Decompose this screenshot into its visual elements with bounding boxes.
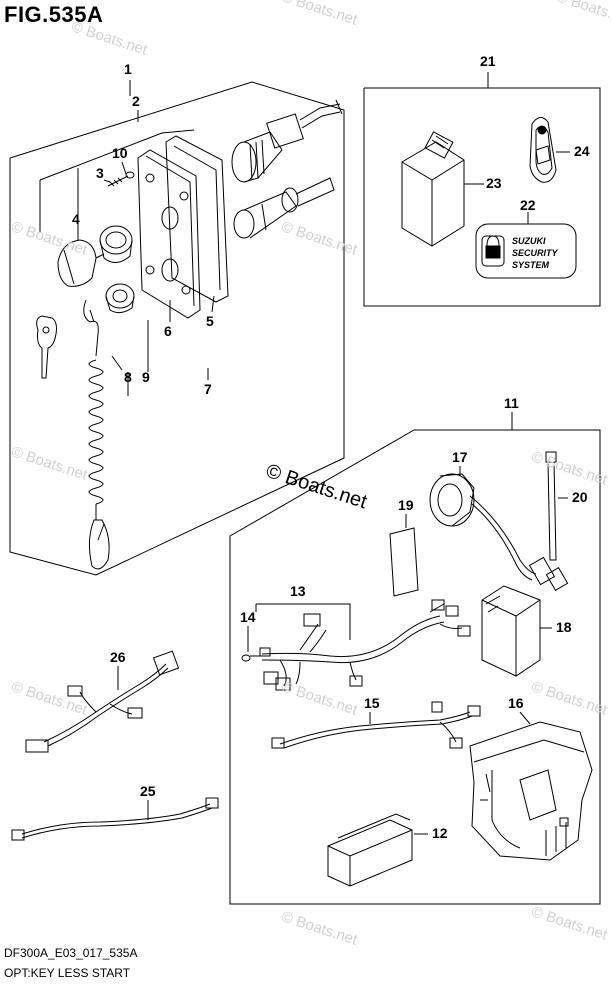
cover-box	[327, 813, 428, 887]
group-1-switch-panel	[9, 80, 345, 576]
group-21-frame	[363, 87, 601, 307]
group-21-security-kit	[363, 72, 601, 307]
part-label-16: 16	[508, 695, 524, 711]
harness-26	[25, 650, 180, 753]
relay	[481, 585, 552, 677]
gasket	[165, 135, 229, 313]
leader-8	[111, 355, 123, 371]
part-label-20: 20	[572, 489, 588, 505]
part-label-8: 8	[124, 369, 132, 385]
bushing	[99, 225, 133, 263]
part-label-6: 6	[164, 323, 172, 339]
main-switch	[231, 99, 343, 183]
key	[36, 315, 57, 379]
part-label-9: 9	[142, 369, 150, 385]
part-label-14: 14	[240, 609, 256, 625]
decal-text-system: SYSTEM	[512, 260, 550, 270]
harness-15	[271, 701, 481, 749]
decal-text-suzuki: SUZUKI	[512, 236, 546, 246]
part-label-21: 21	[480, 53, 496, 69]
part-label-26: 26	[110, 649, 126, 665]
part-label-2: 2	[132, 93, 140, 109]
wire-25	[11, 797, 219, 841]
part-label-22: 22	[520, 197, 536, 213]
nut	[105, 283, 135, 314]
part-label-1: 1	[124, 61, 132, 77]
figure-title: FIG.535A	[4, 2, 104, 27]
leader-16	[519, 711, 531, 725]
part-label-3: 3	[96, 165, 104, 181]
part-label-12: 12	[432, 825, 448, 841]
controller-box	[469, 711, 593, 861]
security-decal	[475, 212, 577, 279]
group-11-harness-kit	[229, 412, 601, 905]
figure-code: DF300A_E03_017_535A	[4, 946, 138, 960]
main-harness	[241, 599, 471, 691]
part-label-24: 24	[574, 143, 590, 159]
plate	[137, 149, 201, 322]
part-label-10: 10	[112, 145, 128, 161]
part-label-23: 23	[486, 175, 502, 191]
leader-10	[121, 161, 127, 175]
part-label-25: 25	[140, 783, 156, 799]
lanyard-cord	[83, 299, 123, 570]
cable-tie	[545, 451, 568, 561]
label-tag	[389, 514, 419, 597]
part-label-17: 17	[452, 449, 468, 465]
screw	[103, 161, 135, 187]
part-label-11: 11	[504, 395, 519, 411]
key-fob	[529, 117, 570, 183]
stop-switch	[233, 177, 335, 239]
part-label-13: 13	[290, 583, 306, 599]
knob	[57, 168, 105, 287]
part-label-18: 18	[556, 619, 572, 635]
part-label-5: 5	[206, 313, 214, 329]
group-1-bracket	[9, 81, 345, 576]
sensor	[429, 466, 569, 591]
security-module	[401, 131, 484, 247]
figure-caption: OPT:KEY LESS START	[4, 966, 131, 980]
part-label-7: 7	[204, 381, 212, 397]
part-label-4: 4	[72, 211, 80, 227]
group-13-bracket	[256, 603, 351, 640]
leader-3	[103, 179, 111, 183]
part-label-15: 15	[364, 695, 380, 711]
decal-text-security: SECURITY	[512, 248, 559, 258]
leader-5	[211, 295, 215, 313]
group-2-bracket	[39, 129, 195, 181]
group-11-frame	[229, 429, 601, 905]
part-label-19: 19	[398, 497, 414, 513]
